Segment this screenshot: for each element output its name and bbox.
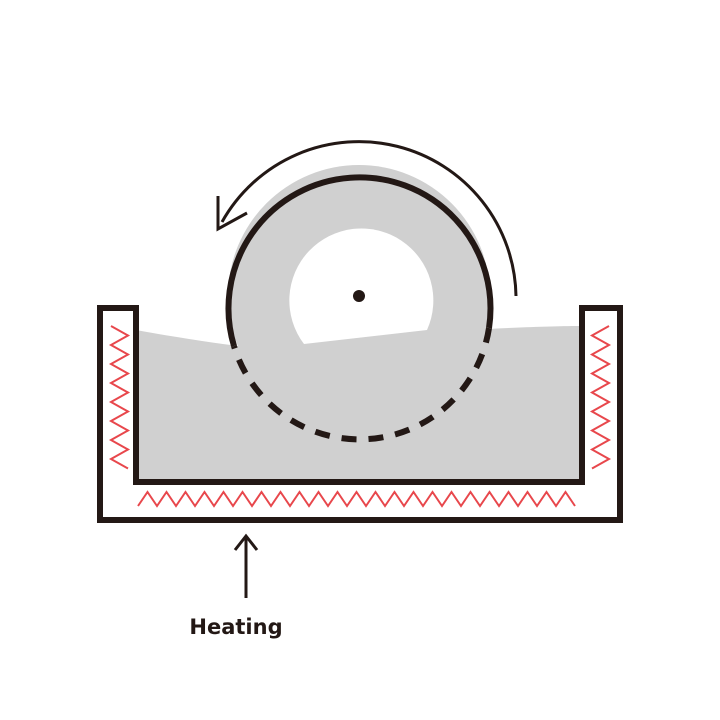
roller-hub-opening xyxy=(289,228,434,344)
heating-element-right xyxy=(589,325,612,470)
roller-axle xyxy=(353,290,365,302)
heating-label: Heating xyxy=(189,615,282,639)
counterclockwise-arrow-icon xyxy=(216,196,248,232)
roller-submerged-outline xyxy=(231,327,492,443)
up-arrow-icon xyxy=(233,533,259,551)
tank-wall xyxy=(97,305,623,523)
rotation-arrow xyxy=(220,140,518,297)
roller-outline xyxy=(225,174,494,347)
heating-element-bottom xyxy=(137,490,576,508)
heating-element-left xyxy=(108,325,131,470)
